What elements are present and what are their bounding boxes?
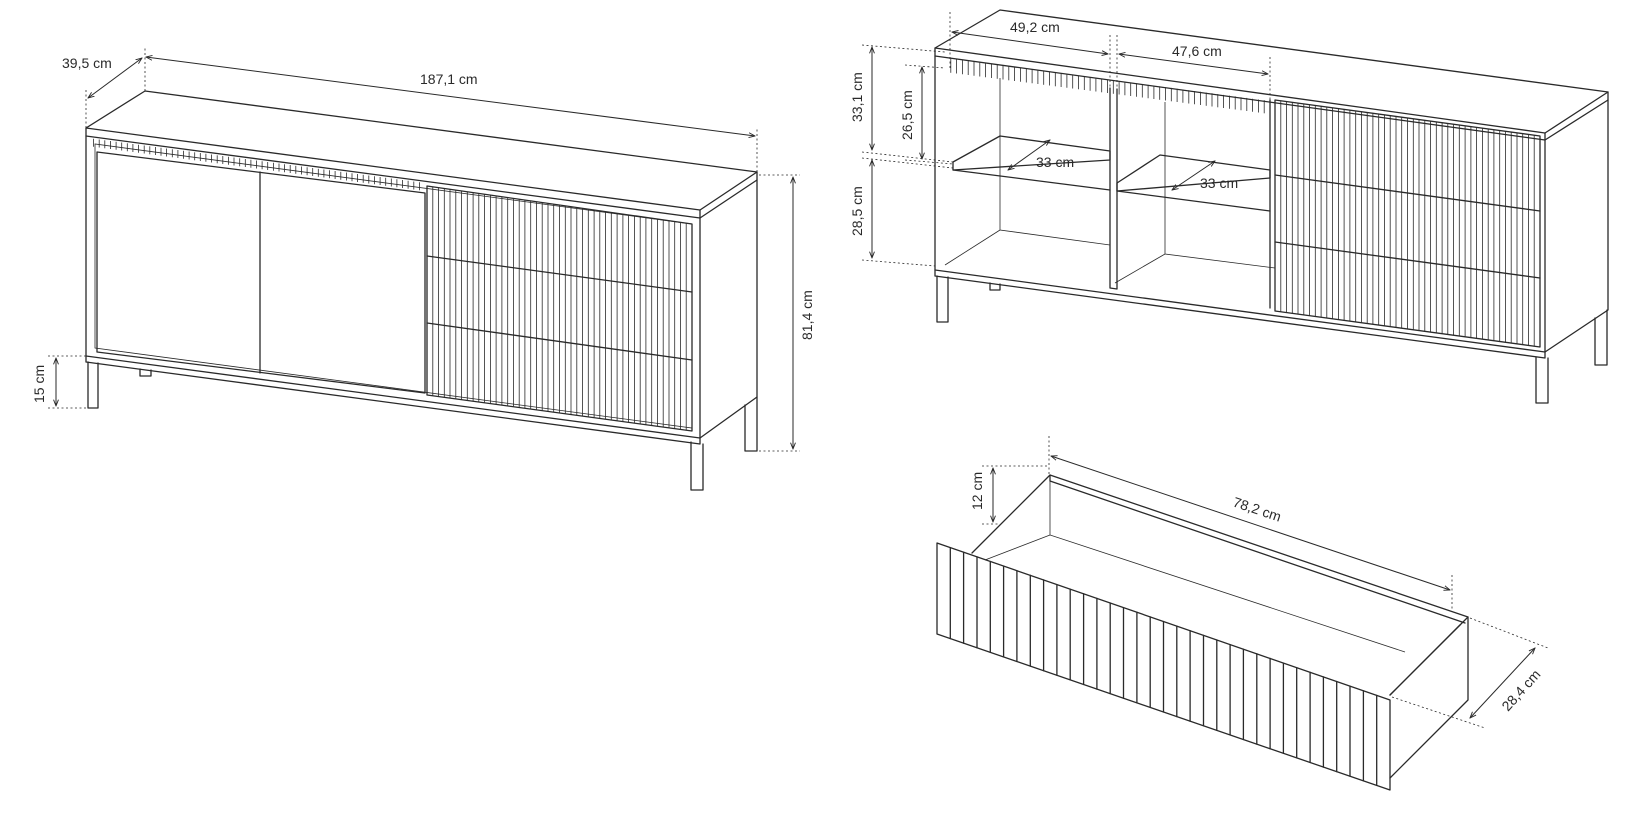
- leg-front-left: [87, 361, 99, 409]
- left-shelf-depth-line: [1008, 140, 1050, 170]
- leg-front-right: [690, 441, 704, 491]
- drawer-flutes: [1280, 100, 1535, 347]
- leg-height-label: 15 cm: [31, 365, 47, 403]
- leg-back-right: [744, 396, 758, 452]
- drawer-front-flutes: [949, 546, 1378, 787]
- drawer-box-top-edge: [971, 474, 1469, 696]
- height-label: 81,4 cm: [799, 290, 815, 340]
- drawer-length-label: 78,2 cm: [1231, 494, 1283, 525]
- right-compartment-width-line: [1119, 54, 1268, 74]
- right-shelf-depth-line: [1172, 161, 1215, 190]
- left-compartment-width-label: 49,2 cm: [1010, 19, 1060, 35]
- leg-front-left: [936, 275, 949, 323]
- right-shelf-depth-label: 33 cm: [1200, 175, 1238, 191]
- shelf-gap-height-label: 26,5 cm: [899, 90, 915, 140]
- left-shelf-depth-label: 33 cm: [1036, 154, 1074, 170]
- sideboard-closed-view: 39,5 cm 187,1 cm 81,4 cm 15 cm: [31, 48, 815, 491]
- top-rail-flutes: [93, 138, 420, 191]
- drawer-front: [936, 542, 1391, 791]
- fluted-drawer-block: [426, 185, 693, 432]
- drawer-depth-line: [1470, 648, 1535, 718]
- drawer-view: 12 cm 78,2 cm 28,4 cm: [936, 436, 1549, 791]
- leg-back-left: [139, 368, 152, 377]
- upper-opening-height-label: 33,1 cm: [849, 72, 865, 122]
- sideboard-open-view: 49,2 cm 47,6 cm 33,1 cm 26,5 cm 28,5 cm …: [849, 9, 1609, 404]
- depth-label: 39,5 cm: [62, 55, 112, 71]
- drawer-depth-label: 28,4 cm: [1498, 666, 1543, 714]
- drawer-length-line: [1051, 456, 1450, 590]
- leg-front-right: [1535, 356, 1549, 404]
- top-rail-flutes: [950, 58, 1265, 114]
- fluted-drawer-block: [1274, 99, 1541, 348]
- right-compartment-width-label: 47,6 cm: [1172, 43, 1222, 59]
- width-dimension-line: [146, 57, 755, 136]
- leg-back-right: [1594, 309, 1608, 366]
- drawer-height-label: 12 cm: [969, 472, 985, 510]
- right-shelf: [1116, 154, 1271, 192]
- depth-dimension-line: [88, 58, 142, 98]
- left-compartment-width-line: [952, 32, 1108, 54]
- center-divider: [1109, 87, 1118, 290]
- width-label: 187,1 cm: [420, 71, 478, 87]
- drawer-flutes: [432, 186, 687, 431]
- left-shelf: [952, 135, 1111, 171]
- left-plain-doors: [96, 151, 426, 394]
- lower-opening-height-label: 28,5 cm: [849, 186, 865, 236]
